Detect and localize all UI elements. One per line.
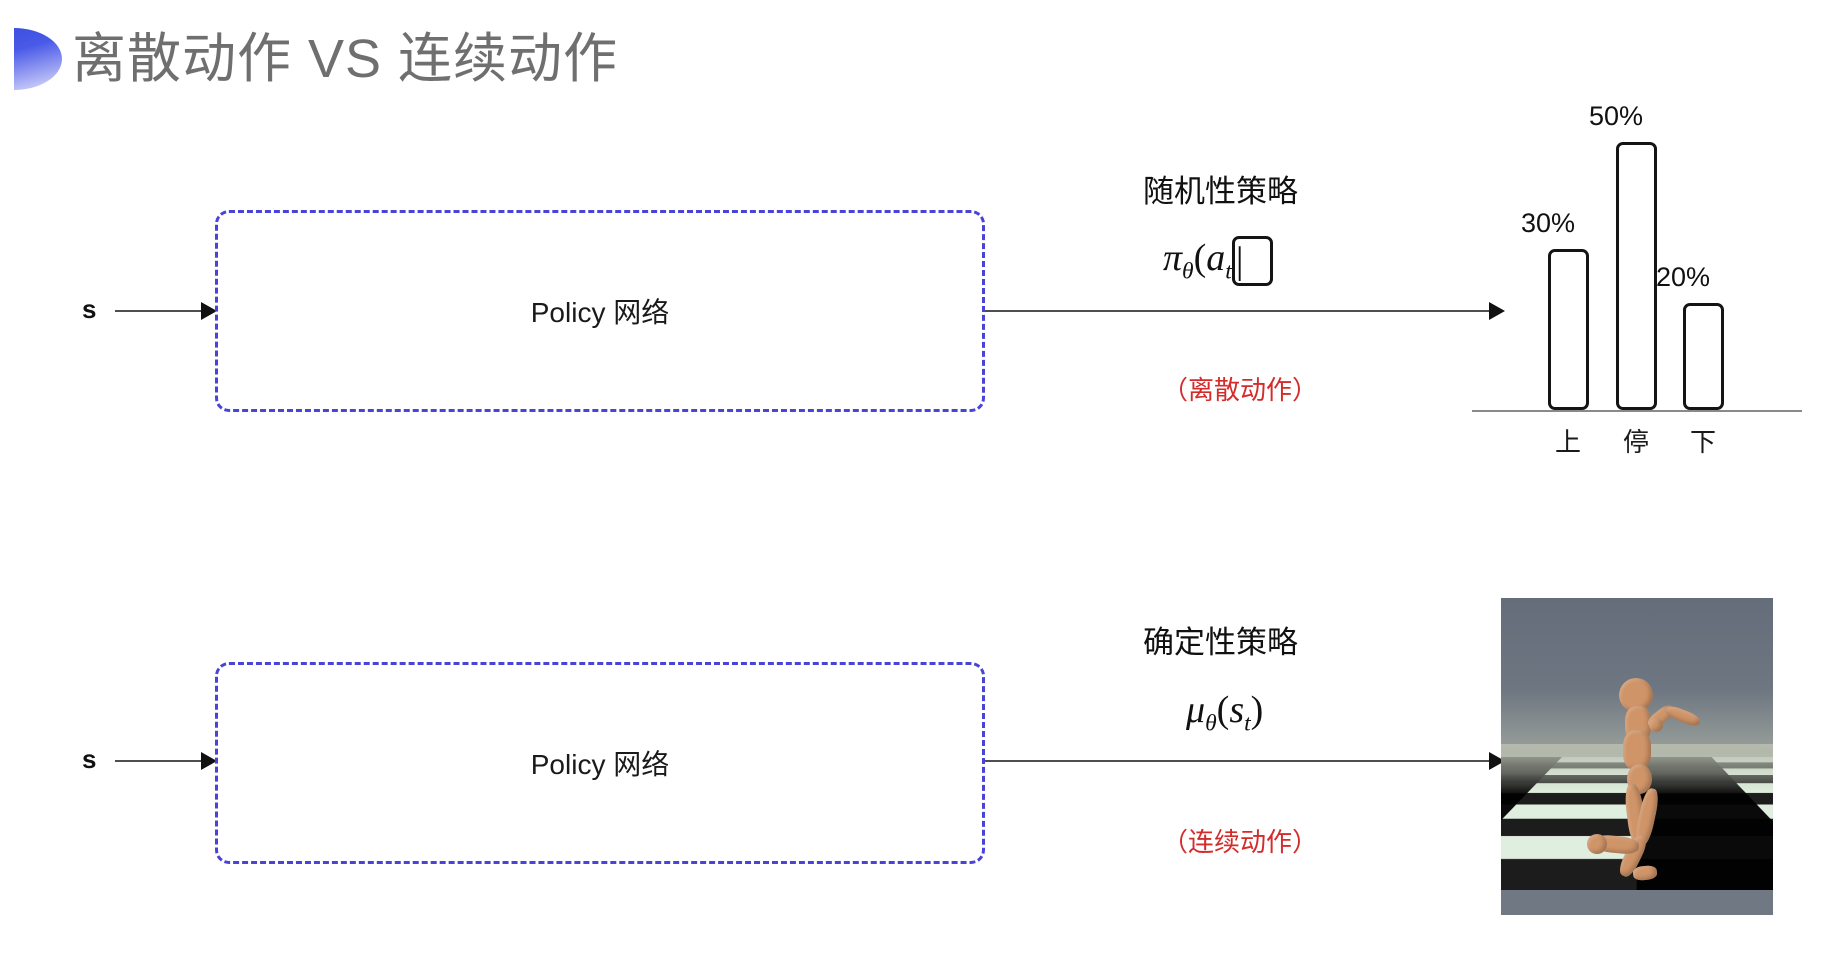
output-arrow-head-discrete (1489, 302, 1505, 320)
formula-open-paren: ( (1216, 689, 1230, 731)
output-arrow-line-discrete (985, 310, 1495, 312)
formula-bar: | (1231, 236, 1273, 286)
page-title: 离散动作 VS 连续动作 (72, 29, 619, 89)
bar-value-2: 20% (1655, 262, 1711, 292)
bar-value-1: 50% (1588, 101, 1644, 131)
formula-fn: μ (1186, 689, 1206, 731)
input-arrow-line-discrete (115, 310, 207, 312)
chart-tick-label-0: 上 (1554, 427, 1581, 457)
formula-open-paren: ( (1193, 237, 1207, 279)
formula-fn: π (1163, 237, 1183, 279)
policy-network-box-discrete[interactable]: Policy 网络 (215, 210, 985, 412)
formula-arg-sub: t (1244, 710, 1251, 737)
policy-network-box-continuous[interactable]: Policy 网络 (215, 662, 985, 864)
policy-network-label-continuous: Policy 网络 (530, 749, 670, 780)
output-arrow-line-continuous (985, 760, 1495, 762)
action-note-discrete: （离散动作） (1162, 375, 1319, 405)
humanoid-torso (1623, 730, 1651, 770)
humanoid-foot-left (1587, 834, 1607, 854)
humanoid-hand-right (1649, 718, 1663, 732)
chart-x-axis (1472, 410, 1802, 412)
state-input-label-continuous: s (82, 744, 97, 774)
bar-0 (1548, 249, 1589, 410)
policy-network-label-discrete: Policy 网络 (530, 297, 670, 328)
action-note-continuous: （连续动作） (1162, 827, 1319, 857)
formula-close-paren: ) (1250, 689, 1264, 731)
policy-formula-stochastic: πθ(at|st) (1163, 236, 1273, 286)
input-arrow-head-continuous (201, 752, 217, 770)
policy-output-bar-chart: 30% 50% 20% 上 停 下 (1472, 101, 1806, 457)
bar-2 (1683, 303, 1724, 410)
input-arrow-line-continuous (115, 760, 207, 762)
state-input-label-discrete: s (82, 294, 97, 324)
formula-arg: a (1206, 237, 1226, 279)
policy-formula-deterministic: μθ(st) (1186, 688, 1263, 738)
formula-arg-sub: t (1225, 258, 1232, 285)
bar-value-0: 30% (1520, 208, 1576, 238)
humanoid-simulation-image (1501, 598, 1773, 915)
formula-arg: s (1229, 689, 1245, 731)
half-circle-gradient-icon (14, 28, 62, 90)
chart-tick-label-1: 停 (1622, 427, 1649, 457)
policy-kind-deterministic: 确定性策略 (1143, 625, 1298, 660)
formula-theta: θ (1182, 258, 1194, 285)
bar-1 (1616, 142, 1657, 410)
policy-kind-stochastic: 随机性策略 (1143, 174, 1298, 209)
input-arrow-head-discrete (201, 302, 217, 320)
chart-tick-label-2: 下 (1689, 427, 1716, 457)
formula-theta: θ (1205, 710, 1217, 737)
